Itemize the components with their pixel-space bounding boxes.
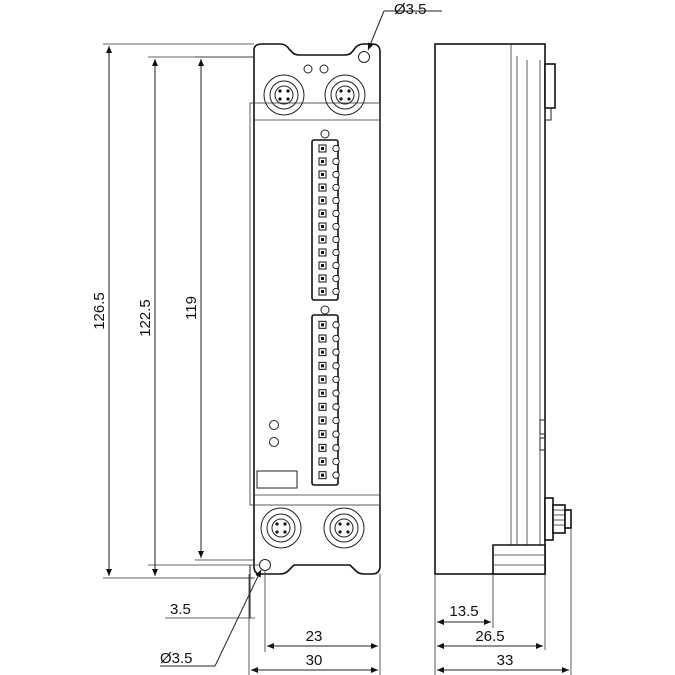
- lower-terminal-pin-release-2: [332, 334, 340, 343]
- front-view: [249, 43, 381, 575]
- upper-terminal-pin-release-9: [332, 248, 340, 257]
- side-bottom-step: [492, 544, 546, 575]
- side-housing: [434, 43, 546, 575]
- mounting-hole-top: [358, 51, 370, 63]
- lower-terminal-pin-release-10: [332, 444, 340, 452]
- front-panel: [249, 102, 381, 506]
- front-housing-outline: [253, 43, 381, 575]
- dim-hole-bottom: Ø3.5: [160, 650, 193, 667]
- lower-terminal-pin-release-5: [332, 375, 340, 384]
- upper-terminal-pin-contact-6: [321, 212, 324, 215]
- lower-terminal-pin-release-11: [332, 457, 340, 466]
- upper-terminal-pin-contact-10: [321, 264, 324, 267]
- dim-hole-offset: 3.5: [170, 601, 191, 618]
- upper-terminal-pin-release-1: [332, 144, 340, 153]
- upper-terminal-pin-release-2: [332, 157, 340, 166]
- upper-terminal-pin-contact-11: [321, 277, 324, 280]
- terminal-block-upper: [311, 129, 340, 301]
- upper-terminal-pin-release-3: [332, 170, 340, 179]
- label-plate: [256, 470, 298, 489]
- upper-terminal-pin-contact-8: [321, 238, 324, 241]
- bottom-connector-right: [323, 507, 365, 549]
- lower-terminal-pin-release-7: [332, 403, 340, 411]
- side-connector-bottom: [544, 497, 572, 541]
- lower-terminal-pin-contact-8: [321, 419, 324, 422]
- top-connector-left: [263, 74, 305, 116]
- top-connector-right: [324, 74, 366, 116]
- dim-hole-spacing-width: 23: [306, 628, 323, 645]
- dimension-lines: [103, 10, 572, 675]
- upper-terminal-pin-contact-2: [321, 160, 324, 163]
- lower-terminal-pin-release-6: [332, 389, 340, 397]
- lower-terminal-pin-contact-4: [321, 364, 324, 368]
- lower-terminal-pin-release-1: [332, 321, 340, 329]
- led-top-2: [319, 64, 329, 74]
- lower-terminal-pin-release-12: [332, 471, 340, 479]
- dim-hole-to-hole-height: 122.5: [137, 299, 154, 337]
- dim-overall-width: 30: [306, 652, 323, 669]
- side-view: [434, 43, 572, 575]
- upper-terminal-pin-contact-5: [321, 199, 324, 202]
- led-top-1: [303, 64, 313, 74]
- upper-terminal-pin-release-11: [332, 274, 340, 283]
- lower-terminal-pin-contact-7: [321, 405, 324, 409]
- lower-terminal-pin-release-4: [332, 362, 340, 370]
- upper-terminal-pin-contact-4: [321, 186, 324, 189]
- lower-terminal-pin-contact-6: [321, 391, 324, 395]
- dimension-labels: Ø3.5 126.5 122.5 119 3.5 Ø3.5 23 30 13.5…: [91, 1, 513, 669]
- upper-terminal-pin-release-7: [332, 222, 340, 231]
- lower-terminal-pin-contact-2: [321, 337, 324, 340]
- lower-terminal-pin-contact-12: [321, 473, 324, 477]
- bottom-connector-left: [260, 507, 302, 549]
- lower-terminal-pin-release-3: [332, 348, 340, 356]
- lower-terminal-pin-contact-5: [321, 378, 324, 381]
- dim-side-offset: 13.5: [449, 603, 478, 620]
- dim-hole-top: Ø3.5: [394, 1, 427, 18]
- dim-side-depth: 26.5: [475, 628, 504, 645]
- led-bottom-1: [269, 420, 279, 430]
- upper-terminal-pin-release-6: [332, 209, 340, 218]
- upper-terminal-pin-release-5: [332, 196, 340, 205]
- dim-overall-depth: 33: [497, 652, 514, 669]
- upper-terminal-pin-contact-1: [321, 147, 324, 150]
- dim-inner-height: 119: [183, 296, 200, 320]
- terminal-block-lower: [311, 305, 340, 486]
- lower-terminal-pin-release-9: [332, 430, 340, 438]
- upper-terminal-pin-contact-12: [321, 290, 324, 293]
- upper-terminal-pin-contact-3: [321, 173, 324, 176]
- upper-terminal-pin-contact-9: [321, 251, 324, 254]
- side-connector-top: [544, 63, 556, 109]
- upper-terminal-pin-release-4: [332, 183, 340, 192]
- upper-terminal-pin-release-10: [332, 261, 340, 270]
- lower-terminal-pin-contact-9: [321, 432, 324, 436]
- dim-overall-height: 126.5: [91, 292, 108, 330]
- upper-terminal-pin-release-12: [332, 287, 340, 296]
- lower-terminal-pin-contact-11: [321, 460, 324, 463]
- lower-terminal-pin-contact-1: [321, 323, 324, 327]
- upper-terminal-pin-contact-7: [321, 225, 324, 228]
- upper-terminal-pin-release-8: [332, 235, 340, 244]
- lower-terminal-pin-release-8: [332, 416, 340, 425]
- led-bottom-2: [269, 437, 279, 447]
- lower-terminal-pin-contact-10: [321, 446, 324, 450]
- lower-terminal-pin-contact-3: [321, 350, 324, 354]
